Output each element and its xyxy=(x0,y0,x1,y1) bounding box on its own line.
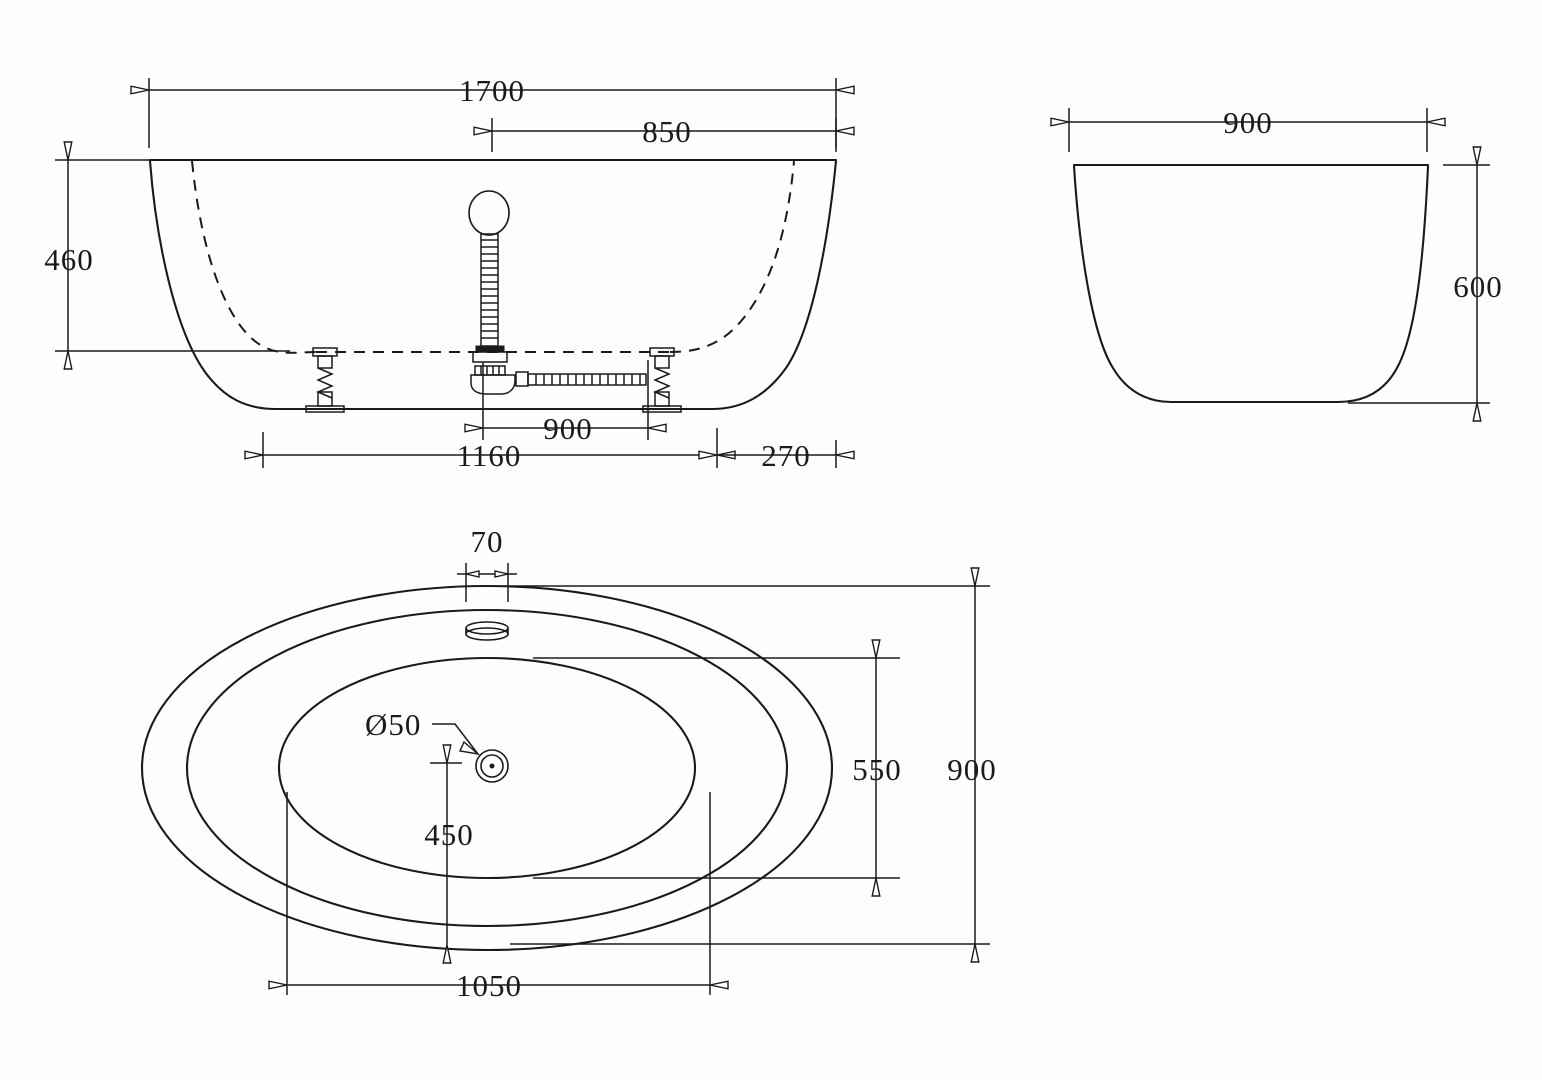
label-overall-length: 1700 xyxy=(459,73,525,108)
label-overall-depth: 900 xyxy=(947,752,997,787)
label-half-length: 850 xyxy=(642,114,692,149)
tub-front-outer-profile xyxy=(148,159,838,411)
drain-hole-plan xyxy=(475,749,509,783)
inner-basin-hidden-right xyxy=(669,160,795,353)
drain-trap-assembly xyxy=(470,365,647,395)
inner-basin-hidden-left xyxy=(191,160,317,354)
dimension-labels: 1700 850 460 900 1160 270 900 600 70 Ø50… xyxy=(44,73,1503,1003)
side-elevation-view xyxy=(1050,108,1490,422)
dimension-offsets-chain xyxy=(244,428,855,468)
label-rim-width: 70 xyxy=(471,524,504,559)
overflow-flex-pipe xyxy=(480,233,499,347)
overflow-flange xyxy=(472,351,508,363)
adjustable-leg-left xyxy=(305,347,345,413)
mid-rim-ellipse xyxy=(185,608,789,928)
overflow-cap-elevation xyxy=(468,190,510,236)
extlines-plan-vertical-dims xyxy=(510,585,990,945)
dimension-half-length xyxy=(473,118,855,152)
extlines-inner-length xyxy=(286,792,711,995)
outer-rim-ellipse xyxy=(140,584,834,952)
label-drain-offset: 450 xyxy=(424,817,474,852)
front-elevation-view xyxy=(55,78,855,468)
dimension-leg-spacing xyxy=(464,360,667,440)
leader-drain-diameter xyxy=(432,723,481,756)
dimension-overall-width xyxy=(1050,108,1446,152)
adjustable-leg-right xyxy=(642,347,682,413)
label-side-height: 600 xyxy=(1453,269,1503,304)
drain-trap-body xyxy=(470,374,516,395)
inner-basin-ellipse xyxy=(277,656,697,880)
label-inner-basin-width: 550 xyxy=(852,752,902,787)
side-outer-profile xyxy=(1072,164,1430,404)
drain-flex-hose xyxy=(515,371,647,387)
dimension-drain-offset xyxy=(430,744,462,964)
label-tub-height: 460 xyxy=(44,242,94,277)
overflow-waste-assembly xyxy=(468,190,510,363)
label-leg-spacing: 900 xyxy=(543,411,593,446)
dimension-tub-height xyxy=(55,141,290,370)
label-inner-length: 1050 xyxy=(456,968,522,1003)
label-left-offset: 1160 xyxy=(457,438,522,473)
dimension-rim-width xyxy=(457,563,517,602)
label-right-offset: 270 xyxy=(761,438,811,473)
dimension-side-height xyxy=(1348,146,1490,422)
overflow-cap-plan xyxy=(465,621,509,641)
overflow-gasket xyxy=(475,345,505,353)
label-overall-width: 900 xyxy=(1223,105,1273,140)
plan-top-view xyxy=(140,563,990,995)
label-drain-diameter: Ø50 xyxy=(365,707,421,742)
